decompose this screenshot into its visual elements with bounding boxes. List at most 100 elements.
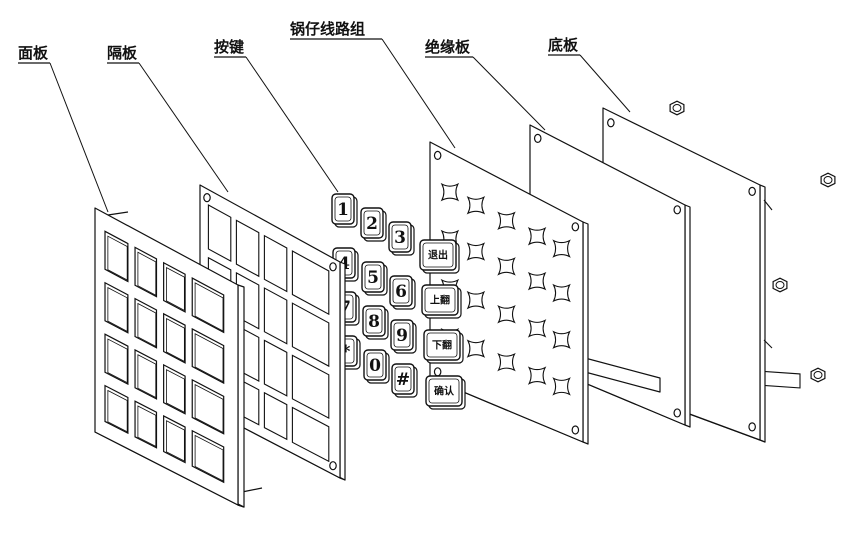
- function-key-3-top: [423, 329, 461, 361]
- function-key-3-bevel: [426, 332, 458, 358]
- key-10-legend: *: [342, 342, 351, 362]
- panel-opening-bevel: [194, 333, 224, 383]
- key-11: 0: [363, 349, 390, 384]
- key-3-bevel: [391, 224, 409, 250]
- face-panel: [94, 207, 263, 508]
- dome-contact: [497, 257, 516, 276]
- circuit-board-hole: [571, 425, 580, 435]
- base-stud: [763, 339, 773, 349]
- base-plate-hole: [607, 118, 615, 128]
- panel-stud: [241, 487, 263, 493]
- panel-opening-bevel: [194, 384, 224, 433]
- label-keys: 按键: [214, 38, 245, 56]
- insulation-plate-edge: [684, 204, 691, 428]
- key-2-bevel: [363, 210, 381, 236]
- spacer-window: [291, 302, 330, 368]
- panel-opening-bevel: [107, 286, 128, 332]
- spacer-plate-hole: [329, 461, 337, 471]
- function-key-3-legend: 下翻: [432, 339, 452, 352]
- dome-contact: [497, 305, 516, 324]
- dome-circuit-board: [429, 141, 661, 445]
- key-11-legend: 0: [369, 356, 381, 376]
- key-5-bevel: [364, 264, 382, 290]
- function-key-2-bevel: [424, 287, 456, 313]
- key-3: 3: [388, 221, 415, 256]
- function-key-1: 退出: [419, 239, 460, 274]
- key-12-legend: #: [396, 370, 410, 390]
- panel-key-opening: [134, 348, 158, 400]
- spacer-window: [207, 204, 232, 263]
- key-5: 5: [361, 261, 388, 296]
- face-panel-edge: [237, 284, 245, 508]
- key-2: 2: [360, 207, 387, 242]
- panel-key-opening: [163, 363, 186, 415]
- leader-line: [245, 56, 339, 193]
- panel-opening-bevel: [166, 369, 185, 413]
- panel-opening-bevel: [107, 235, 128, 281]
- key-1: 1: [331, 193, 358, 228]
- key-8-top: [362, 305, 386, 337]
- key-9-bevel: [393, 322, 411, 348]
- leader-line: [381, 38, 456, 149]
- key-3-top: [388, 221, 412, 253]
- key-9: 9: [390, 319, 417, 354]
- key-8: 8: [362, 305, 389, 340]
- dome-contact: [527, 271, 547, 291]
- circuit-board-hole: [433, 367, 442, 377]
- leader-line: [49, 62, 109, 213]
- dome-contact: [527, 226, 547, 246]
- function-key-1-bevel: [422, 242, 454, 268]
- hex-nut-bore: [823, 176, 833, 184]
- key-8-legend: 8: [368, 312, 380, 332]
- key-2-top: [360, 207, 384, 239]
- spacer-window: [263, 287, 288, 345]
- key-11-top: [363, 349, 387, 381]
- key-8-bevel: [365, 308, 383, 334]
- panel-opening-bevel: [166, 317, 185, 362]
- function-key-2-top: [421, 284, 459, 316]
- panel-stud: [107, 211, 129, 216]
- function-key-4: 确认: [425, 375, 466, 410]
- hex-nut-bore: [813, 371, 823, 379]
- function-key-1-legend: 退出: [428, 249, 448, 262]
- function-key-3: 下翻: [423, 329, 464, 364]
- leader-line: [138, 62, 229, 193]
- spacer-window: [263, 234, 288, 293]
- dome-contact: [440, 182, 460, 202]
- dome-contact: [527, 366, 547, 385]
- circuit-board-edge: [582, 221, 589, 445]
- label-panel: 面板: [18, 44, 49, 62]
- key-9-legend: 9: [396, 326, 408, 346]
- key-2-legend: 2: [366, 214, 378, 234]
- panel-opening-bevel: [137, 405, 157, 448]
- insulation-plate-hole: [673, 205, 682, 215]
- key-12-top: [391, 363, 415, 395]
- key-5-top: [361, 261, 385, 293]
- panel-opening-bevel: [166, 266, 185, 312]
- leader-lines: [18, 38, 631, 213]
- circuit-board-hole: [571, 222, 580, 232]
- dome-contact: [552, 283, 571, 303]
- leader-line: [472, 56, 546, 131]
- key-11-bevel: [366, 352, 384, 378]
- dome-contact: [552, 330, 571, 349]
- label-insulation: 绝缘板: [425, 38, 471, 56]
- dome-contact: [552, 239, 571, 258]
- function-key-2: 上翻: [421, 284, 462, 319]
- base-stud: [763, 199, 773, 211]
- key-1-legend: 1: [337, 200, 349, 220]
- key-12-bevel: [394, 366, 412, 392]
- panel-opening-bevel: [166, 420, 185, 462]
- hex-nut-bore: [672, 104, 682, 112]
- spacer-window: [291, 406, 330, 463]
- function-key-4-bevel: [428, 378, 460, 404]
- dome-contact: [552, 377, 571, 396]
- key-5-legend: 5: [367, 268, 379, 288]
- mounting-nuts: [669, 100, 836, 383]
- panel-opening-bevel: [194, 434, 224, 482]
- panel-opening-bevel: [137, 354, 157, 399]
- base-plate-edge: [759, 184, 766, 443]
